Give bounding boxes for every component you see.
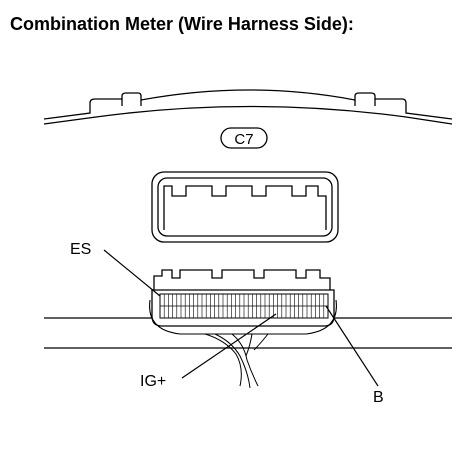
callout-b: B — [325, 305, 384, 406]
connector-id-label: C7 — [234, 131, 253, 148]
lower-connector-boot — [149, 299, 337, 335]
lower-connector — [149, 269, 337, 335]
meter-housing-outline — [43, 89, 453, 125]
connector-id-badge-outline — [220, 127, 268, 149]
callout-es: ES — [70, 241, 161, 297]
callout-b-label: B — [373, 389, 384, 406]
terminal-grid — [159, 293, 329, 319]
page-title: Combination Meter (Wire Harness Side): — [10, 14, 354, 34]
lower-connector-key-profile — [153, 269, 331, 293]
upper-connector-key-profile — [163, 185, 327, 230]
callout-ig-plus: IG+ — [140, 313, 277, 390]
upper-connector-socket — [151, 171, 339, 243]
callout-es-leader — [103, 249, 161, 297]
callout-ig-plus-label: IG+ — [140, 373, 166, 390]
callout-es-label: ES — [70, 241, 91, 258]
wire-bundle — [204, 333, 269, 389]
callout-b-leader — [325, 305, 379, 387]
callout-ig-plus-leader — [181, 313, 277, 379]
connector-id-badge: C7 — [220, 127, 268, 149]
